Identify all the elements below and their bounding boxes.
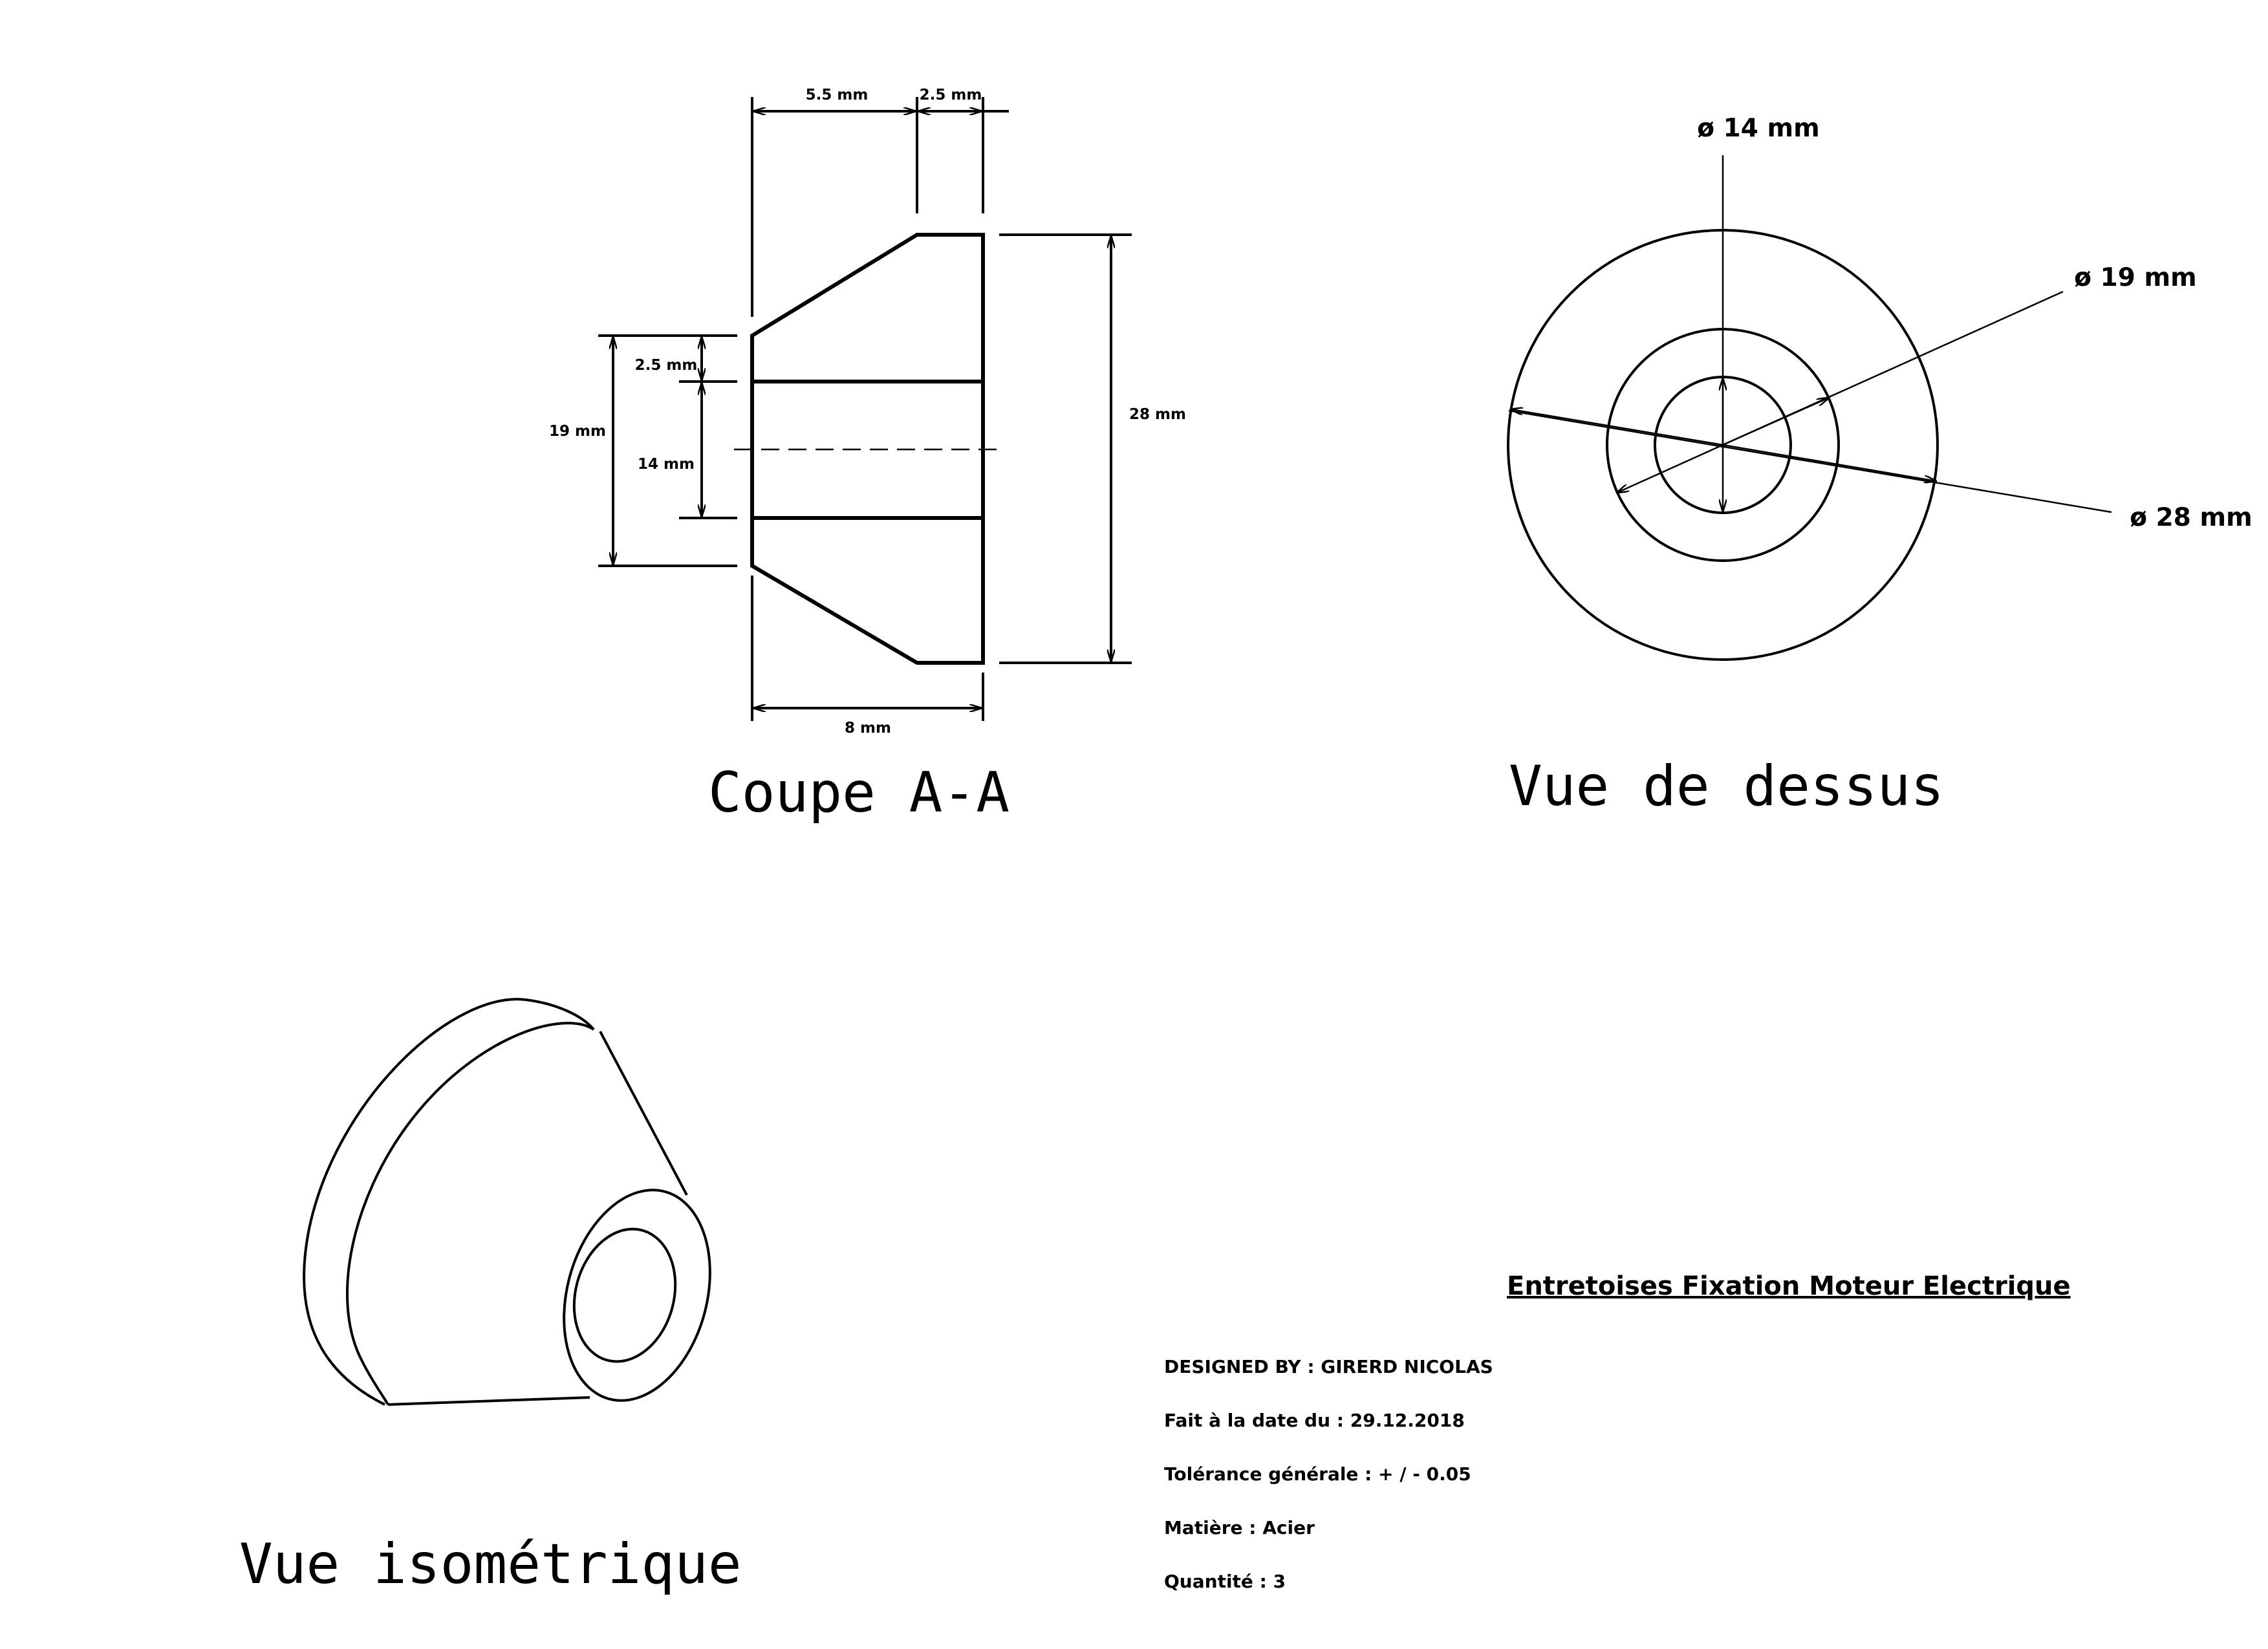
designed-by: DESIGNED BY : GIRERD NICOLAS xyxy=(1164,1356,1493,1377)
dim-2-5-wall-label: 2.5 mm xyxy=(635,357,698,374)
leader-28-arrow-b xyxy=(1511,409,1723,446)
iso-view-title: Vue isométrique xyxy=(239,1532,742,1597)
iso-top-join xyxy=(525,998,595,1031)
dim-8-label: 8 mm xyxy=(845,720,891,737)
dim-d19-label: ø 19 mm xyxy=(2074,263,2197,292)
iso-cone-bottom xyxy=(387,1396,590,1406)
title-block: Entretoises Fixation Moteur Electrique D… xyxy=(1164,1271,2071,1592)
drawing-title: Entretoises Fixation Moteur Electrique xyxy=(1507,1271,2071,1301)
dim-5-5-label: 5.5 mm xyxy=(806,87,869,103)
iso-back-rim xyxy=(303,998,526,1406)
material: Matière : Acier xyxy=(1164,1517,1315,1538)
section-view: 5.5 mm 2.5 mm 2.5 mm 19 mm 14 mm 28 mm 8… xyxy=(549,87,1186,825)
iso-bore xyxy=(572,1227,677,1363)
iso-back-face xyxy=(346,1022,595,1406)
dim-14-label: 14 mm xyxy=(638,456,695,473)
leader-28-arrow-a xyxy=(1722,444,1936,481)
dim-28-label: 28 mm xyxy=(1129,406,1186,423)
dim-d28-label: ø 28 mm xyxy=(2130,503,2252,532)
dim-d14-label: ø 14 mm xyxy=(1697,114,1820,143)
general-tolerance: Tolérance générale : + / - 0.05 xyxy=(1164,1463,1471,1485)
leader-19-arrow-a xyxy=(1722,398,1829,446)
section-view-title: Coupe A-A xyxy=(708,760,1010,825)
leader-28 xyxy=(1508,409,2112,513)
leader-19-arrow-b xyxy=(1617,444,1723,493)
iso-front-face xyxy=(563,1189,711,1402)
section-outline xyxy=(750,233,985,665)
top-view-title: Vue de dessus xyxy=(1509,754,1944,819)
iso-cone-top xyxy=(599,1031,688,1196)
quantity: Quantité : 3 xyxy=(1164,1571,1286,1592)
isometric-view: Vue isométrique xyxy=(239,998,742,1597)
drawing-date: Fait à la date du : 29.12.2018 xyxy=(1164,1410,1465,1431)
top-view: ø 14 mm ø 19 mm ø 28 mm Vue de dessus xyxy=(1507,114,2252,819)
dim-2-5-top-label: 2.5 mm xyxy=(920,87,982,103)
dim-19-label: 19 mm xyxy=(549,423,606,440)
